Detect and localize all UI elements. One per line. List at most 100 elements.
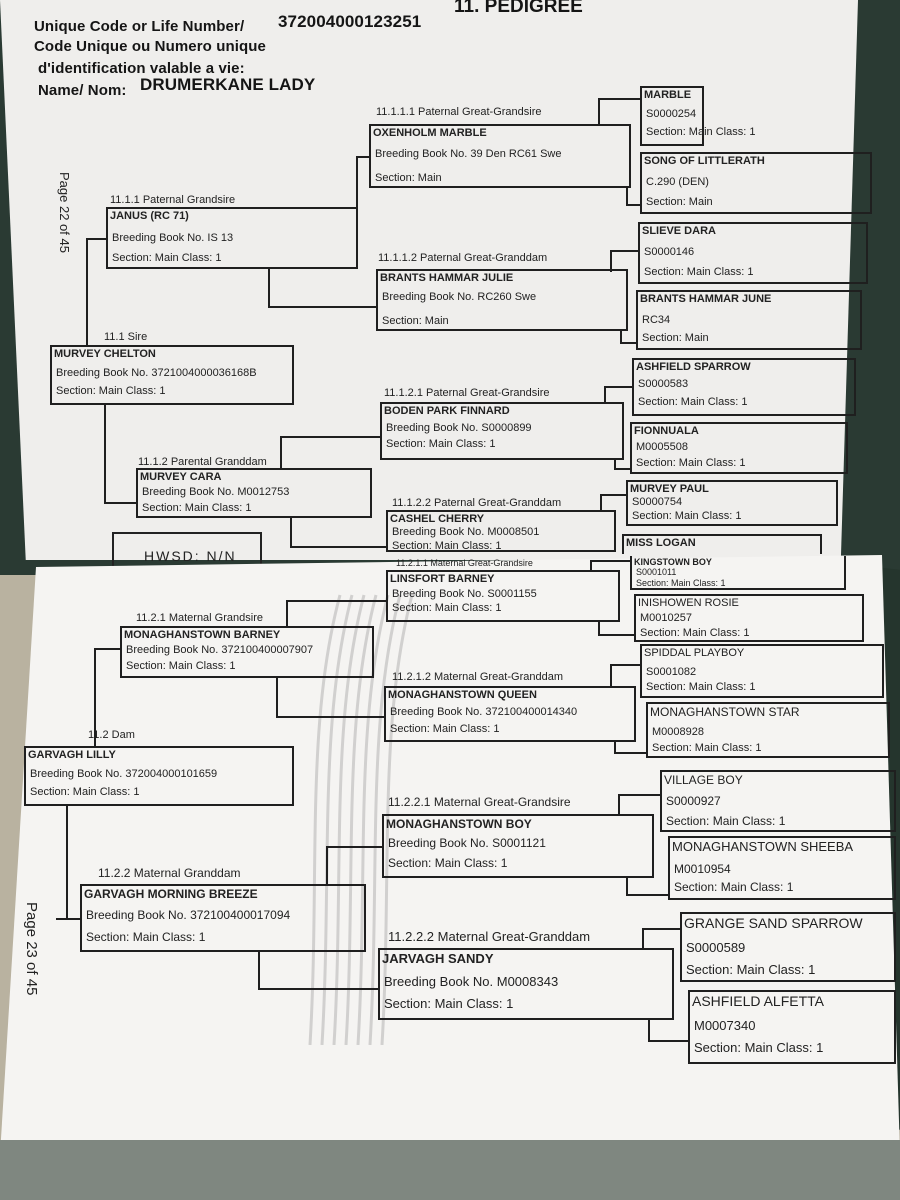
gen5-name: MONAGHANSTOWN STAR [650, 705, 800, 719]
page-edge-shadow [0, 1140, 900, 1200]
label-11-2-2-2: 11.2.2.2 Maternal Great-Granddam [388, 929, 591, 944]
label-11-1-2-1: 11.1.2.1 Paternal Great-Grandsire [384, 387, 550, 399]
gen5-section: Section: Main Class: 1 [686, 962, 816, 977]
node-breeding-book: Breeding Book No. S0001121 [388, 836, 546, 850]
watermark-graphic [308, 594, 414, 1045]
connector [618, 794, 620, 816]
connector [600, 494, 602, 512]
page-22 [0, 0, 858, 560]
gen5-id: RC34 [642, 314, 671, 326]
connector [86, 238, 88, 346]
gen5-id: C.290 (DEN) [646, 176, 709, 188]
connector [598, 620, 600, 636]
gen5-box-7: MURVEY PAUL S0000754 Section: Main Class… [626, 480, 838, 526]
gen5-id: M0010954 [674, 862, 731, 876]
node-section: Section: Main Class: 1 [388, 856, 508, 870]
gen5-id: M0007340 [694, 1018, 756, 1033]
gen5-name: FIONNUALA [634, 425, 699, 437]
connector [94, 648, 122, 650]
label-11-1-2: 11.1.2 Parental Granddam [138, 456, 267, 468]
gen5-box-1: MARBLE S0000254 Section: Main Class: 1 [640, 86, 755, 146]
connector [286, 600, 388, 602]
connector [268, 306, 378, 308]
node-name: MURVEY CARA [140, 471, 222, 483]
node-name: BRANTS HAMMAR JULIE [380, 272, 514, 284]
gen5-name: SPIDDAL PLAYBOY [644, 647, 745, 659]
node-name: MONAGHANSTOWN QUEEN [388, 689, 537, 701]
node-section: Section: Main Class: 1 [30, 786, 140, 798]
connector [590, 560, 632, 562]
gen5-id: S0000927 [666, 794, 721, 808]
connector [626, 876, 628, 896]
connector [286, 600, 288, 628]
label-11-2-2-1: 11.2.2.1 Maternal Great-Grandsire [388, 795, 571, 809]
connector [610, 250, 640, 252]
node-breeding-book: Breeding Book No. 372100400007907 [126, 644, 314, 656]
connector [258, 988, 380, 990]
gen5-box-15: GRANGE SAND SPARROW S0000589 Section: Ma… [680, 912, 896, 982]
gen5-box-12: MONAGHANSTOWN STAR M0008928 Section: Mai… [646, 702, 890, 758]
connector [598, 98, 600, 126]
connector [326, 846, 384, 848]
gen5-section: Section: Main Class: 1 [636, 578, 726, 588]
node-section: Section: Main Class: 1 [126, 660, 236, 672]
unique-code-value: 372004000123251 [278, 12, 422, 31]
connector [104, 502, 138, 504]
node-name: GARVAGH LILLY [28, 749, 116, 761]
node-section: Section: Main [375, 172, 442, 184]
node-breeding-book: Breeding Book No. M0008501 [392, 526, 540, 538]
node-11-1-2-2: CASHEL CHERRY Breeding Book No. M0008501… [386, 510, 616, 552]
gen5-id: S0001082 [646, 666, 697, 678]
node-11-2-2-1: MONAGHANSTOWN BOY Breeding Book No. S000… [382, 814, 654, 878]
node-11-1-1-2: BRANTS HAMMAR JULIE Breeding Book No. RC… [376, 269, 628, 331]
connector [56, 918, 82, 920]
node-name: OXENHOLM MARBLE [373, 127, 487, 139]
gen5-section: Section: Main Class: 1 [652, 742, 762, 754]
gen5-section: Section: Main Class: 1 [674, 880, 794, 894]
node-section: Section: Main Class: 1 [112, 252, 222, 264]
connector [590, 560, 592, 572]
connector [614, 458, 616, 470]
connector [276, 676, 278, 718]
connector [290, 517, 292, 547]
node-11-2-1-1: LINSFORT BARNEY Breeding Book No. S00011… [386, 570, 620, 622]
gen5-name: GRANGE SAND SPARROW [684, 915, 863, 931]
node-breeding-book: Breeding Book No. 372004000101659 [30, 768, 218, 780]
node-name: MONAGHANSTOWN BARNEY [124, 629, 281, 641]
connector [326, 846, 328, 886]
gen5-box-11: SPIDDAL PLAYBOY S0001082 Section: Main C… [640, 644, 884, 698]
page-number-top: Page 22 of 45 [57, 172, 72, 253]
unique-code-label: Unique Code or Life Number/ [34, 18, 245, 35]
connector [268, 268, 270, 308]
node-11-1-2: MURVEY CARA Breeding Book No. M0012753 S… [136, 468, 372, 518]
gen5-section: Section: Main Class: 1 [638, 396, 748, 408]
gen5-box-9: KINGSTOWN BOY S0001011 Section: Main Cla… [630, 556, 846, 590]
gen5-id: M0005508 [636, 441, 688, 453]
connector [642, 928, 644, 950]
node-name: CASHEL CHERRY [390, 513, 485, 525]
node-section: Section: Main Class: 1 [86, 930, 206, 944]
gen5-box-6: FIONNUALA M0005508 Section: Main Class: … [630, 422, 848, 474]
label-11-2-1-2: 11.2.1.2 Maternal Great-Granddam [392, 671, 563, 683]
gen5-name: ASHFIELD ALFETTA [692, 993, 824, 1009]
gen5-name: BRANTS HAMMAR JUNE [640, 293, 772, 305]
gen5-box-5: ASHFIELD SPARROW S0000583 Section: Main … [632, 358, 856, 416]
gen5-section: Section: Main Class: 1 [666, 814, 786, 828]
connector [604, 386, 606, 404]
connector [598, 98, 642, 100]
gen5-box-4: BRANTS HAMMAR JUNE RC34 Section: Main [636, 290, 862, 350]
node-breeding-book: Breeding Book No. 372100400014340 [390, 706, 578, 718]
connector [648, 1040, 690, 1042]
page-number-bottom: Page 23 of 45 [23, 902, 40, 996]
gen5-box-14: MONAGHANSTOWN SHEEBA M0010954 Section: M… [668, 836, 896, 900]
gen5-section: Section: Main Class: 1 [636, 457, 746, 469]
gen5-box-3: SLIEVE DARA S0000146 Section: Main Class… [638, 222, 868, 284]
gen5-id: S0000146 [644, 246, 695, 258]
gen5-name: MONAGHANSTOWN SHEEBA [672, 839, 854, 854]
connector [626, 204, 642, 206]
gen5-name: MURVEY PAUL [630, 483, 709, 495]
node-breeding-book: Breeding Book No. M0012753 [142, 486, 290, 498]
node-11-2-dam: GARVAGH LILLY Breeding Book No. 37200400… [24, 746, 294, 806]
name-label: Name/ Nom: [38, 82, 127, 99]
